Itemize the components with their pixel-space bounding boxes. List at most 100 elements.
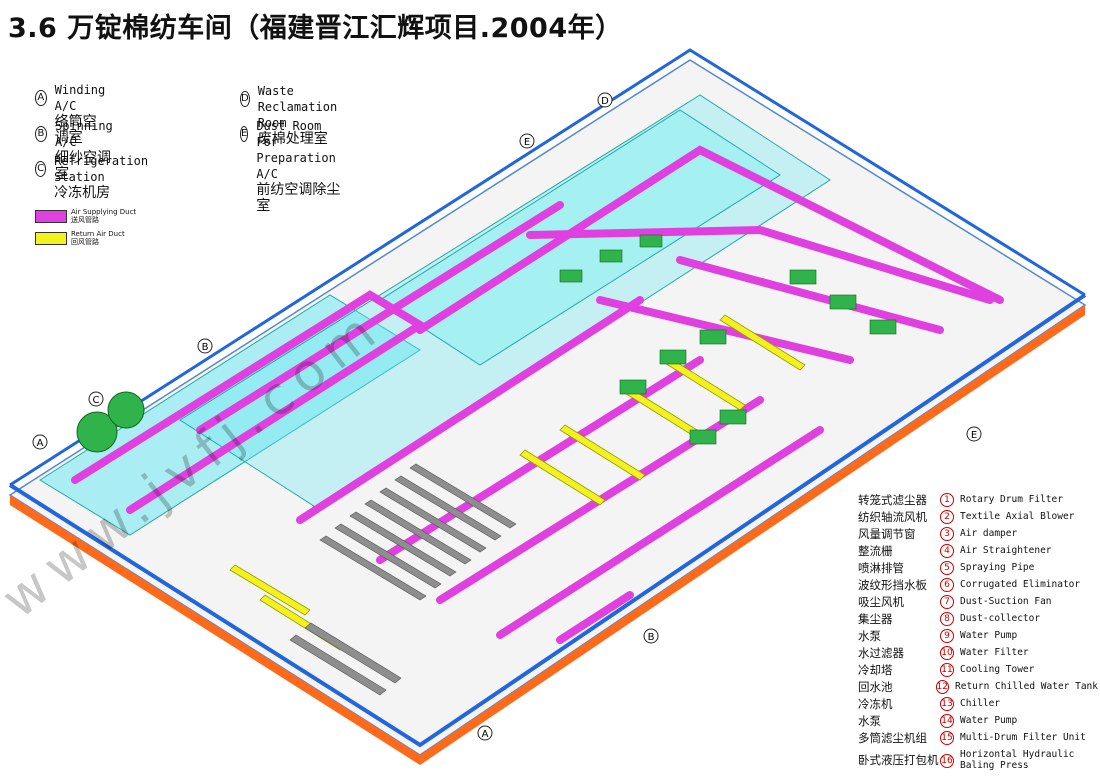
equipment-number: 3: [940, 527, 954, 541]
equipment-number: 4: [940, 544, 954, 558]
equipment-zh: 卧式液压打包机: [858, 753, 939, 767]
duct-zh: 送风管路: [71, 216, 99, 224]
area-en: Refrigeration Station: [54, 154, 149, 184]
equipment-en: Dust-Suction Fan: [960, 596, 1052, 607]
plan-marker-b: B: [202, 342, 209, 353]
equipment-number: 10: [940, 646, 954, 660]
plan-marker-a: A: [37, 438, 44, 449]
equipment-row: 风量调节窗 3 Air damper: [858, 525, 1098, 542]
preparation-machines: [559, 234, 897, 445]
equipment-number: 16: [940, 753, 954, 768]
area-en: Winding A/C: [54, 83, 106, 113]
duct-en: Air Supplying Duct: [71, 208, 137, 216]
equipment-zh: 纺织轴流风机: [858, 509, 927, 524]
area-en: Waste Reclamation Room: [257, 84, 338, 130]
area-en: Dust Room For Preparation A/C: [256, 119, 336, 181]
equipment-row: 喷淋排管 5 Spraying Pipe: [858, 559, 1098, 576]
equipment-zh: 回水池: [858, 679, 893, 694]
equipment-en: Spraying Pipe: [960, 562, 1035, 573]
plan-markers: A B C D E B A E: [32, 92, 982, 741]
equipment-en: Textile Axial Blower: [960, 511, 1075, 522]
cooling-towers: [76, 391, 145, 453]
equipment-zh: 风量调节窗: [858, 526, 916, 541]
equipment-number: 8: [940, 612, 954, 626]
plan-marker-e-right: E: [971, 430, 977, 441]
equipment-number: 7: [940, 595, 954, 609]
area-key: C: [35, 161, 47, 177]
equipment-en: Horizontal Hydraulic Baling Press: [960, 749, 1075, 771]
area-key: D: [240, 91, 250, 107]
equipment-zh: 水泵: [858, 628, 881, 643]
equipment-en: Cooling Tower: [960, 664, 1035, 675]
equipment-number: 9: [940, 629, 954, 643]
equipment-number: 2: [940, 510, 954, 524]
equipment-number: 13: [940, 697, 954, 711]
equipment-en: Water Pump: [960, 630, 1018, 641]
area-zh: 细纱空调室: [54, 150, 111, 182]
equipment-zh: 水泵: [858, 713, 881, 728]
equipment-zh: 整流栅: [858, 543, 893, 558]
area-zh: 络筒空调室: [54, 114, 97, 146]
area-zh: 废棉处理室: [257, 131, 328, 147]
equipment-en: Multi-Drum Filter Unit: [960, 732, 1086, 743]
supply-duct-swatch: [35, 209, 67, 223]
equipment-zh: 集尘器: [858, 611, 893, 626]
equipment-en: Rotary Drum Filter: [960, 494, 1063, 505]
area-key: B: [35, 126, 47, 142]
plan-marker-e: E: [524, 137, 530, 148]
equipment-zh: 冷冻机: [858, 696, 893, 711]
equipment-number: 15: [940, 731, 954, 745]
equipment-row: 冷冻机 13 Chiller: [858, 695, 1098, 712]
equipment-number: 1: [940, 493, 954, 507]
return-duct-swatch: [35, 231, 67, 245]
plan-marker-d: D: [601, 96, 609, 107]
return-ducts: [229, 314, 806, 651]
plan-marker-a-lower: A: [482, 729, 489, 740]
equipment-row: 水泵 9 Water Pump: [858, 627, 1098, 644]
equipment-row: 纺织轴流风机 2 Textile Axial Blower: [858, 508, 1098, 525]
page-title: 3.6 万锭棉纺车间（福建晋江汇辉项目.2004年）: [8, 13, 623, 44]
equipment-row: 多筒滤尘机组 15 Multi-Drum Filter Unit: [858, 729, 1098, 746]
plan-marker-c: C: [93, 395, 100, 406]
equipment-number: 6: [940, 578, 954, 592]
equipment-zh: 水过滤器: [858, 645, 904, 660]
equipment-en: Chiller: [960, 698, 1001, 709]
equipment-zh: 冷却塔: [858, 662, 893, 677]
equipment-zh: 吸尘风机: [858, 594, 904, 609]
equipment-en: Dust-collector: [960, 613, 1041, 624]
equipment-zh: 转笼式滤尘器: [858, 492, 927, 507]
plan-marker-b-lower: B: [648, 632, 655, 643]
area-key: E: [240, 126, 249, 142]
duct-zh: 回风管路: [71, 238, 99, 246]
area-zh: 冷冻机房: [54, 185, 111, 201]
equipment-number: 12: [935, 680, 949, 694]
equipment-zh: 喷淋排管: [858, 560, 904, 575]
spinning-frames: [289, 463, 517, 696]
equipment-number: 5: [940, 561, 954, 575]
equipment-zh: 波纹形挡水板: [858, 577, 927, 592]
equipment-row: 吸尘风机 7 Dust-Suction Fan: [858, 593, 1098, 610]
equipment-number: 14: [940, 714, 954, 728]
base-edge-left: [10, 495, 420, 765]
back-wall: [9, 48, 1086, 487]
equipment-row: 集尘器 8 Dust-collector: [858, 610, 1098, 627]
area-key: A: [35, 90, 47, 106]
equipment-en: Air damper: [960, 528, 1018, 539]
winding-room-volume: [179, 94, 831, 511]
equipment-row: 整流栅 4 Air Straightener: [858, 542, 1098, 559]
duct-en: Return Air Duct: [71, 230, 125, 238]
equipment-en: Air Straightener: [960, 545, 1052, 556]
equipment-zh: 多筒滤尘机组: [858, 730, 927, 745]
